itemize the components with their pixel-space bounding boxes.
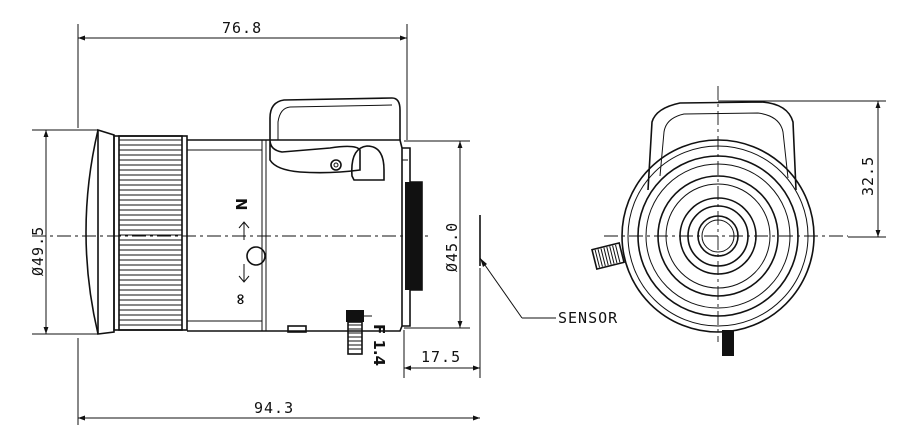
arrow-down-icon [238, 264, 250, 283]
lens-barrel [187, 139, 403, 332]
front-side-knob[interactable] [591, 241, 625, 271]
dim-dia-49-5: Ø49.5 [29, 129, 98, 335]
hood-slot [350, 145, 385, 181]
svg-text:F 1.4: F 1.4 [370, 324, 388, 366]
svg-text:76.8: 76.8 [222, 19, 262, 37]
hood-screw-icon [330, 159, 342, 171]
sensor-indicator: SENSOR [479, 215, 618, 327]
dim-76-8: 76.8 [77, 19, 408, 140]
front-glass-dome [85, 129, 99, 335]
dim-94-3: 94.3 [77, 338, 480, 425]
front-hood [647, 101, 797, 191]
svg-text:94.3: 94.3 [254, 399, 294, 417]
arrow-up-icon [238, 221, 250, 240]
dim-dia-45-0: Ø45.0 [404, 140, 470, 329]
sensor-label: SENSOR [558, 309, 618, 327]
svg-text:32.5: 32.5 [859, 156, 877, 196]
dim-32-5: 32.5 [718, 100, 886, 238]
svg-text:Ø45.0: Ø45.0 [443, 222, 461, 272]
ring-label-infinity: ∞ [232, 293, 250, 306]
front-bottom-knob [722, 330, 734, 356]
side-view: F 1.4 N ∞ [32, 97, 432, 366]
front-view [591, 86, 848, 356]
iris-lock-knob[interactable] [346, 310, 372, 355]
top-hood [269, 97, 401, 140]
focus-lock-knob [246, 246, 266, 266]
hood-bottom [269, 139, 361, 174]
svg-text:17.5: 17.5 [421, 348, 461, 366]
ring-label-n: N [232, 198, 250, 211]
svg-text:Ø49.5: Ø49.5 [29, 226, 47, 276]
front-rim [97, 128, 115, 335]
dim-17-5: 17.5 [403, 268, 481, 378]
focus-knurl-ring[interactable] [113, 135, 188, 331]
